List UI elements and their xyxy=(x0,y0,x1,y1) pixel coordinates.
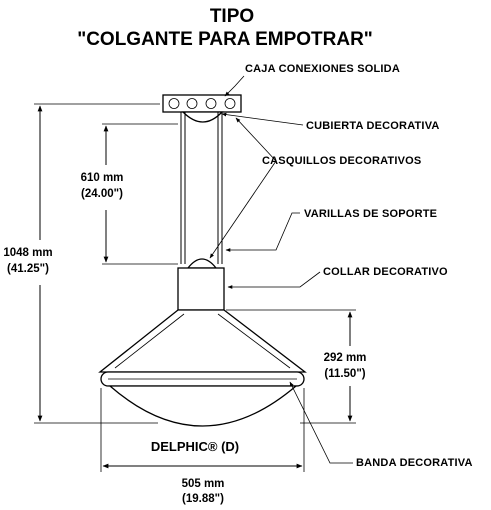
decorative-sleeve xyxy=(186,258,218,269)
label-band: BANDA DECORATIVA xyxy=(356,457,473,469)
leader-junction-box xyxy=(224,75,245,97)
label-sleeves: CASQUILLOS DECORATIVOS xyxy=(262,155,421,167)
model-name: DELPHIC® (D) xyxy=(151,439,239,454)
lens-bowl xyxy=(108,385,298,427)
dim-overall-height-mm: 1048 mm xyxy=(3,247,52,259)
leader-band xyxy=(289,381,353,464)
decorative-canopy xyxy=(181,111,224,123)
leader-collar xyxy=(227,271,321,289)
junction-box xyxy=(162,94,242,113)
dim-shade-width xyxy=(100,388,305,472)
leader-canopy xyxy=(221,112,304,126)
dim-rod-length-mm: 610 mm xyxy=(81,172,124,184)
decorative-collar xyxy=(177,267,225,311)
leader-sleeve-lower xyxy=(209,160,277,259)
dim-shade-height xyxy=(226,309,356,424)
label-collar: COLLAR DECORATIVO xyxy=(323,266,448,278)
dim-overall-height xyxy=(34,103,160,424)
support-rods xyxy=(180,112,223,264)
decorative-band xyxy=(100,371,305,387)
dim-shade-height-in: (11.50") xyxy=(324,368,365,380)
leader-sleeve-upper xyxy=(235,117,277,162)
dim-shade-width-in: (19.88") xyxy=(182,493,224,505)
label-rods: VARILLAS DE SOPORTE xyxy=(304,208,437,220)
dim-rod-length-in: (24.00") xyxy=(81,188,123,200)
shade xyxy=(98,309,307,373)
title-line-1: TIPO xyxy=(210,6,254,27)
label-canopy: CUBIERTA DECORATIVA xyxy=(306,120,440,132)
dim-rod-length xyxy=(102,123,178,265)
title-line-2: "COLGANTE PARA EMPOTRAR" xyxy=(77,29,373,50)
label-junction-box: CAJA CONEXIONES SOLIDA xyxy=(245,63,400,75)
dim-shade-width-mm: 505 mm xyxy=(182,478,225,490)
leader-rods xyxy=(225,212,300,252)
dim-shade-height-mm: 292 mm xyxy=(324,352,367,364)
dim-overall-height-in: (41.25") xyxy=(7,263,49,275)
